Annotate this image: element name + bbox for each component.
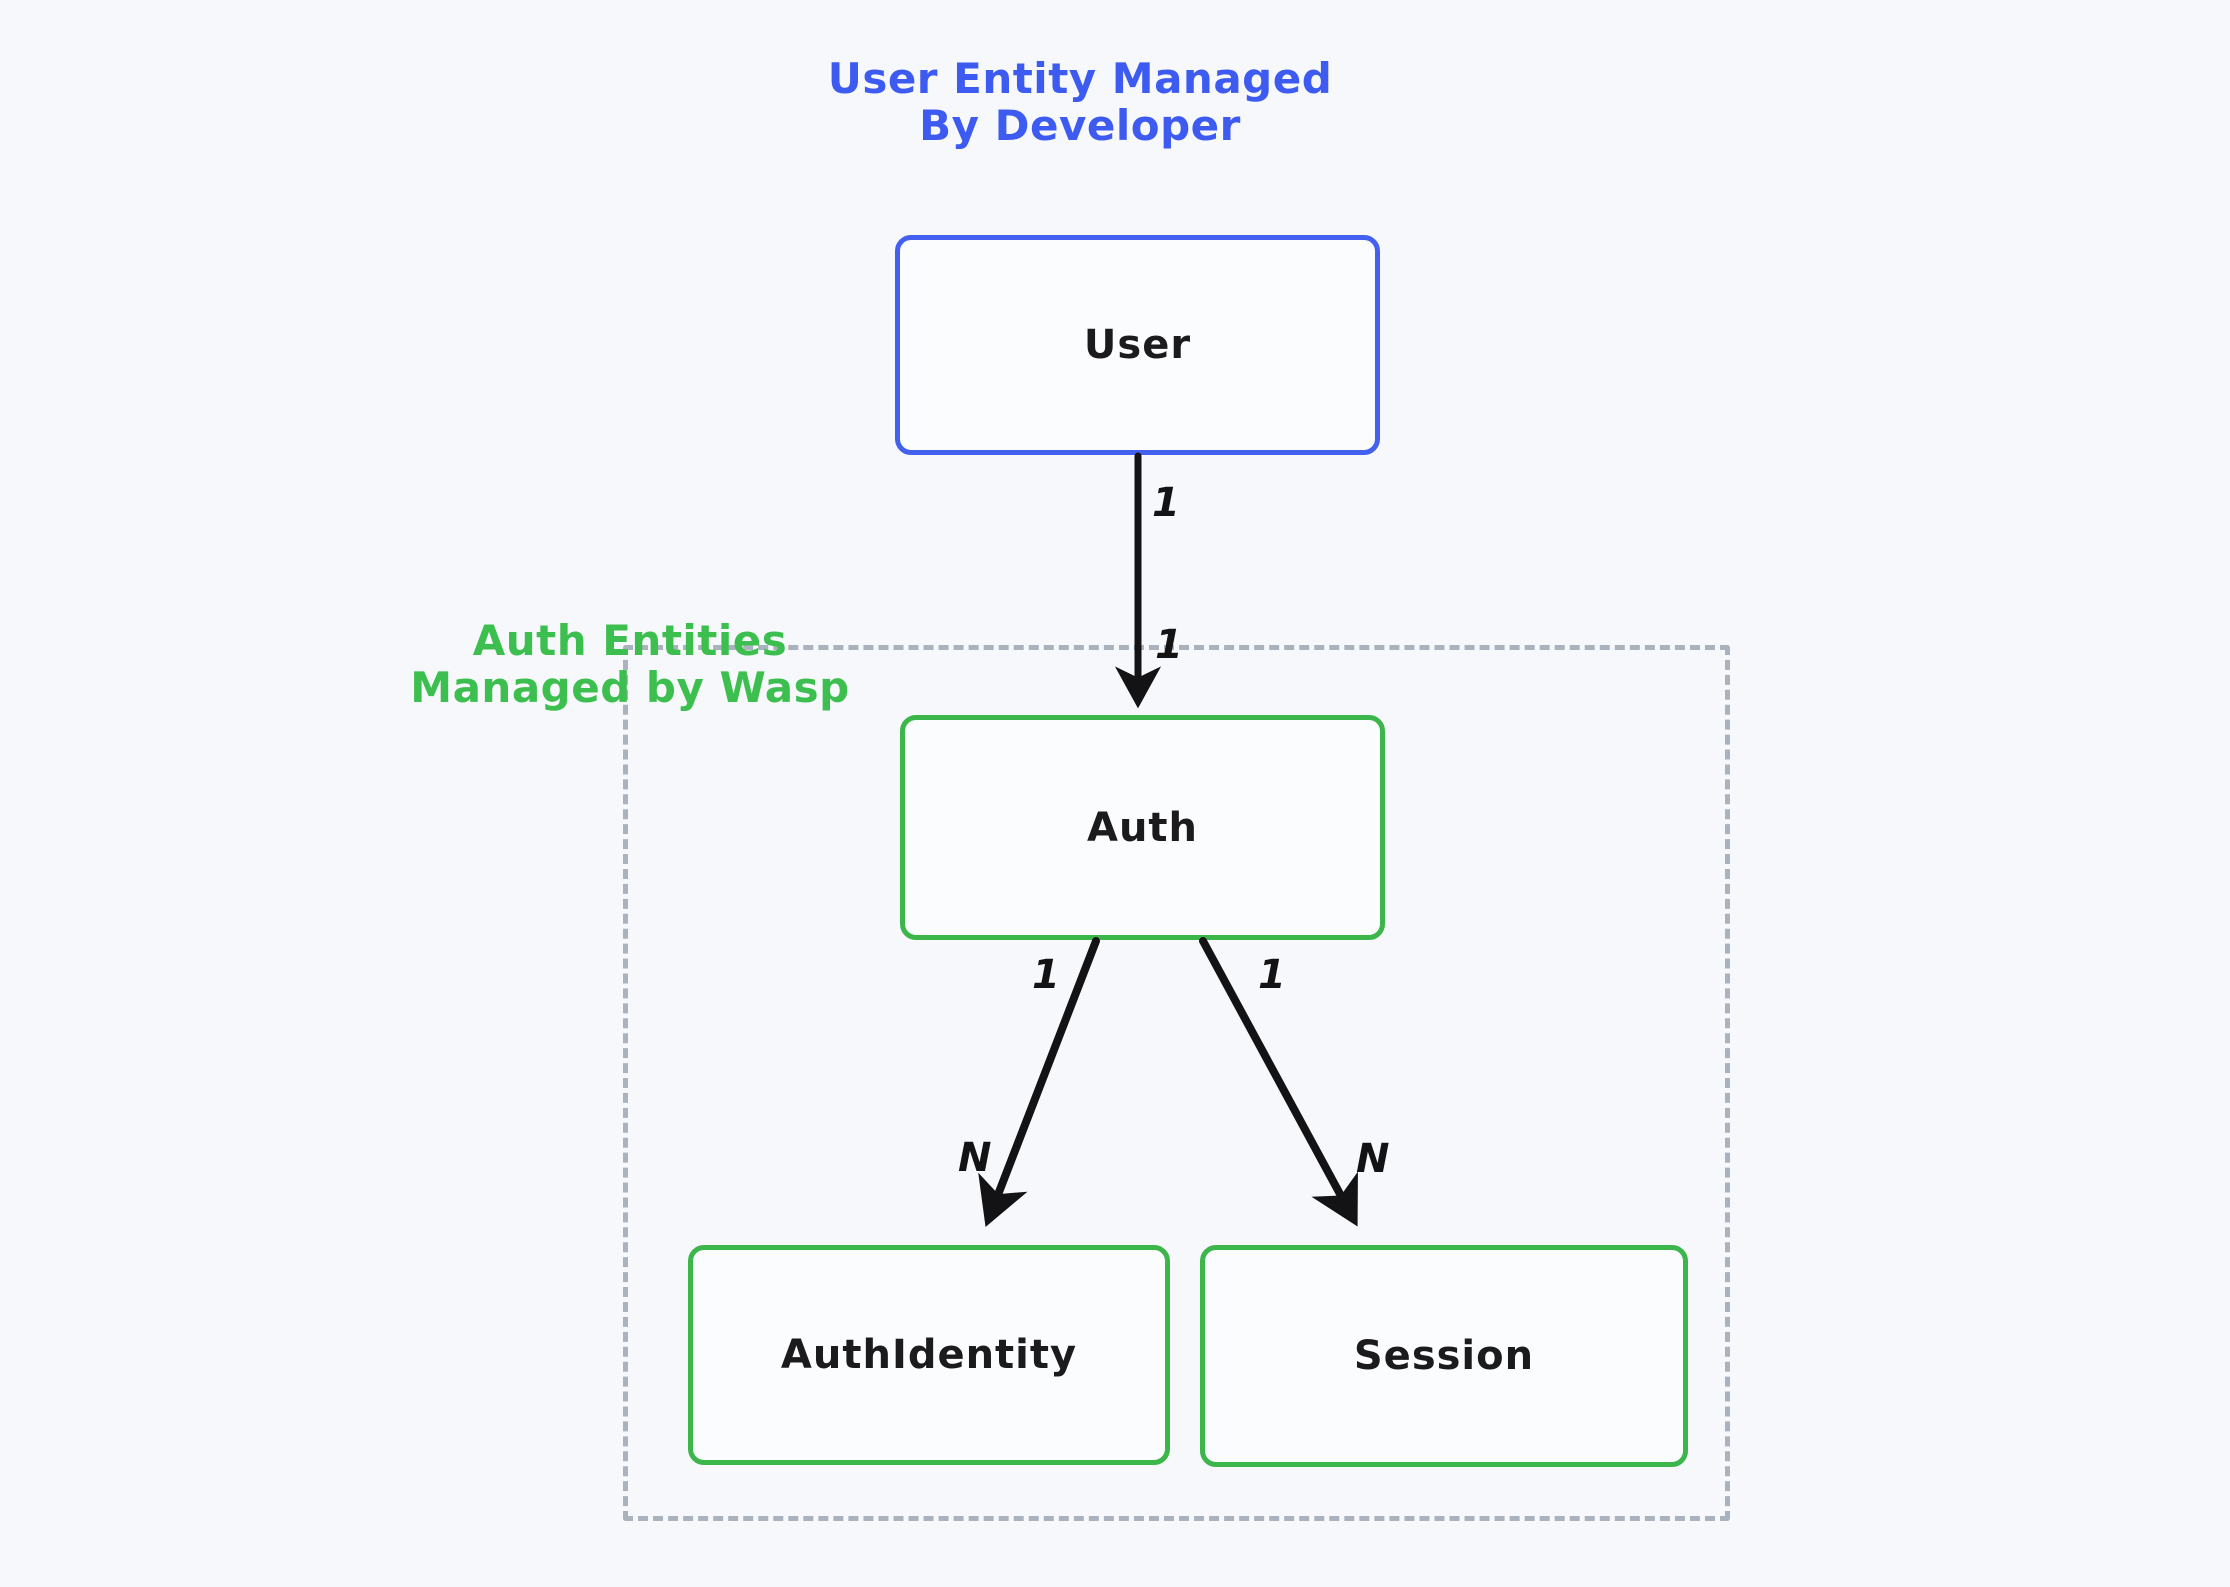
entity-node-auth[interactable]: Auth — [900, 715, 1385, 940]
entity-node-session-label: Session — [1353, 1333, 1535, 1379]
edge-label-auth-session-from: 1 — [1258, 952, 1286, 998]
wasp-section-title-line1: Auth Entities — [472, 616, 788, 665]
entity-node-user-label: User — [1083, 322, 1192, 368]
wasp-section-title: Auth Entities Managed by Wasp — [380, 617, 880, 711]
entity-node-authidentity[interactable]: AuthIdentity — [688, 1245, 1170, 1465]
developer-section-title: User Entity Managed By Developer — [770, 55, 1390, 149]
edge-label-auth-authidentity-from: 1 — [1032, 952, 1060, 998]
entity-node-authidentity-label: AuthIdentity — [780, 1332, 1078, 1378]
developer-section-title-line2: By Developer — [919, 101, 1241, 151]
edge-label-user-auth-from: 1 — [1152, 480, 1180, 526]
entity-node-session[interactable]: Session — [1200, 1245, 1688, 1467]
edge-label-auth-session-to: N — [1356, 1136, 1390, 1182]
entity-node-auth-label: Auth — [1086, 804, 1199, 851]
edge-label-user-auth-to: 1 — [1155, 622, 1183, 668]
entity-node-user[interactable]: User — [895, 235, 1380, 455]
auth-entities-group-container — [623, 645, 1730, 1521]
edge-label-auth-authidentity-to: N — [958, 1135, 992, 1181]
developer-section-title-line1: User Entity Managed — [827, 54, 1333, 103]
wasp-section-title-line2: Managed by Wasp — [410, 663, 850, 713]
